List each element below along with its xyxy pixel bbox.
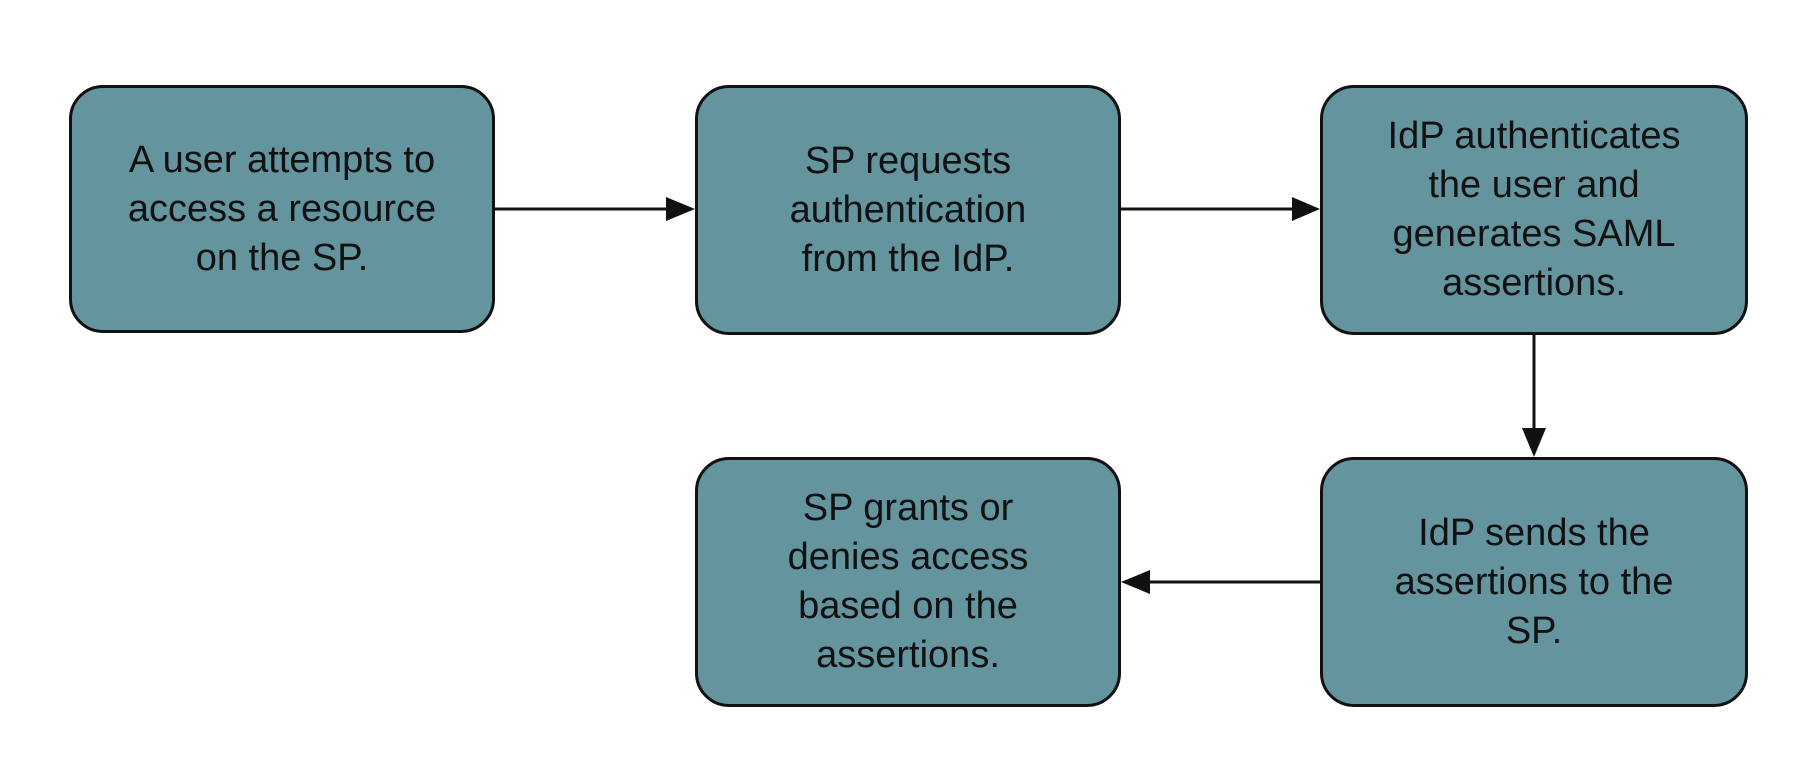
step-sp-grants-or-denies: SP grants or denies access based on the …	[695, 457, 1121, 707]
step-label: SP grants or denies access based on the …	[787, 487, 1029, 676]
step-sp-requests-authentication: SP requests authentication from the IdP.	[695, 85, 1121, 335]
arrow-step2-to-step3	[1121, 197, 1320, 221]
arrow-step3-to-step4	[1522, 335, 1546, 457]
arrow-step1-to-step2	[495, 197, 695, 221]
arrow-step4-to-step5	[1121, 570, 1320, 594]
step-label: A user attempts to access a resource on …	[127, 138, 437, 279]
step-label: IdP sends the assertions to the SP.	[1394, 511, 1674, 652]
step-idp-sends-assertions: IdP sends the assertions to the SP.	[1320, 457, 1748, 707]
step-label: SP requests authentication from the IdP.	[789, 139, 1027, 280]
step-user-attempts-access: A user attempts to access a resource on …	[69, 85, 495, 333]
step-idp-authenticates-user: IdP authenticates the user and generates…	[1320, 85, 1748, 335]
step-label: IdP authenticates the user and generates…	[1387, 115, 1681, 304]
